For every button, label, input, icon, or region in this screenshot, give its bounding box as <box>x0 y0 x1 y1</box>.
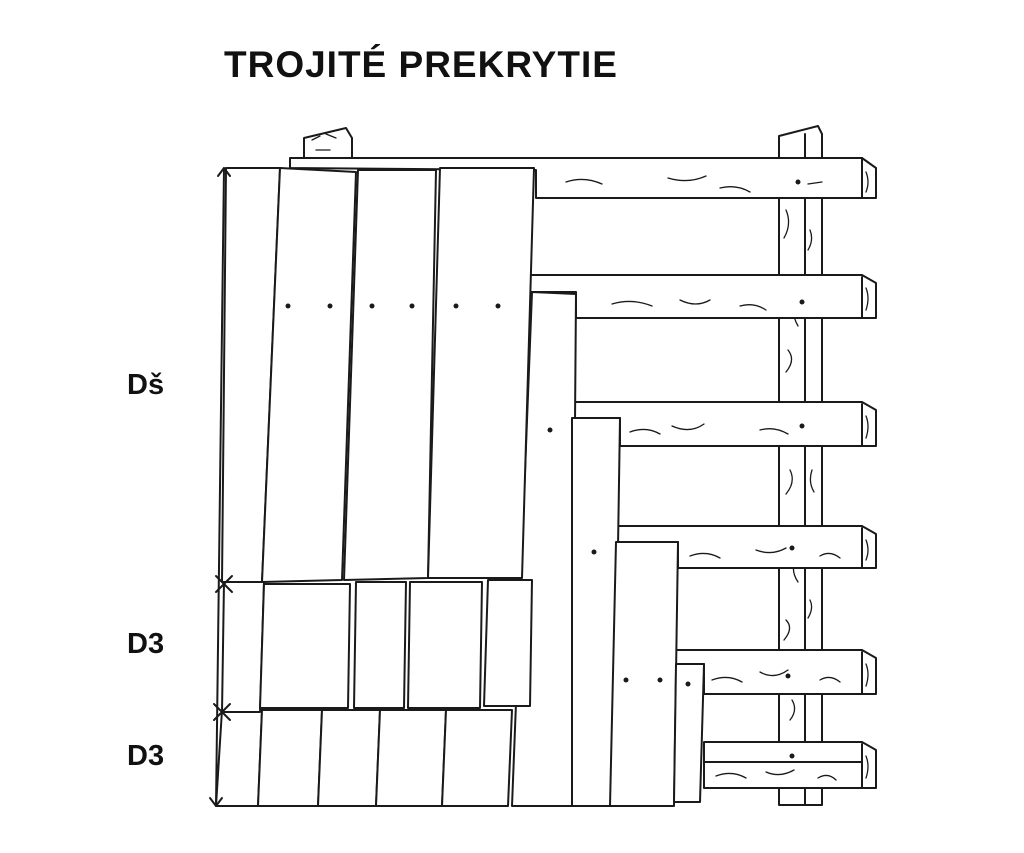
dimension-label-d3-lower: D3 <box>127 740 165 772</box>
shingle-step-4 <box>673 663 705 803</box>
dimension-label-ds: Dš <box>127 369 165 401</box>
horizontal-batten-4 <box>615 525 877 569</box>
shingle-course-bottom <box>215 709 513 807</box>
horizontal-batten-6 <box>703 741 877 789</box>
vertical-counter-batten-left <box>303 127 353 159</box>
shingle-course-middle <box>221 579 533 713</box>
shingle-step-3 <box>609 541 679 807</box>
horizontal-batten-2 <box>529 274 877 319</box>
horizontal-batten-1 <box>289 157 877 199</box>
horizontal-batten-5 <box>675 649 877 695</box>
shingle-course-top <box>221 167 535 583</box>
dimension-label-d3-upper: D3 <box>127 628 165 660</box>
dimension-line <box>209 167 233 807</box>
vertical-counter-batten-right <box>778 125 823 806</box>
page-title: TROJITÉ PREKRYTIE <box>224 44 618 85</box>
